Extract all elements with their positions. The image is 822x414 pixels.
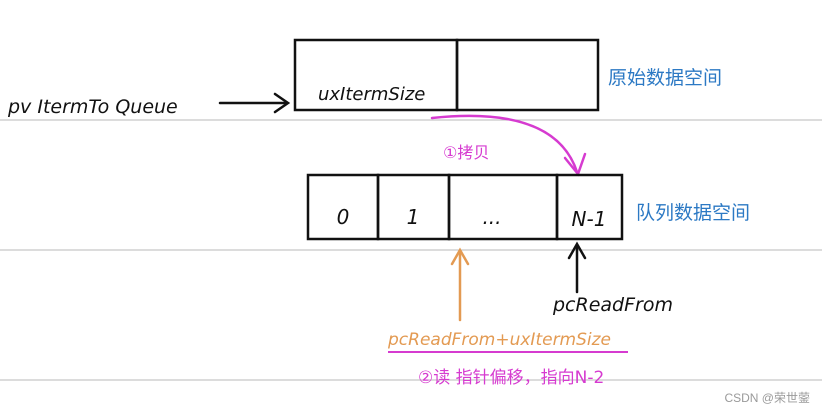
copy-step-label: ①拷贝 [443,143,489,162]
read-step-label: ②读 指针偏移，指向N-2 [418,368,604,388]
queue-buffer: 0 1 ... N-1 [306,173,624,241]
queue-buffer-cell-label: 0 [337,205,350,229]
queue-buffer-cell-label: 1 [407,205,420,229]
queue-buffer-cell-label: ... [482,205,501,229]
original-buffer-label: 原始数据空间 [608,67,722,89]
queue-buffer-cell-label: N-1 [572,207,607,231]
read-pointer-arrow [567,241,587,294]
queue-buffer-cell [555,173,624,241]
queue-buffer-label: 队列数据空间 [636,202,750,224]
ruled-lines [0,119,822,381]
watermark: CSDN @荣世蓥 [724,391,810,405]
original-buffer-cell [455,38,600,112]
offset-expression-label: pcReadFrom+uxItermSize [387,330,611,350]
read-pointer-label: pcReadFrom [552,294,673,316]
queue-buffer-cell [447,173,559,241]
original-buffer: uxItermSize [293,38,600,112]
offset-pointer-arrow [450,247,470,322]
source-pointer-label: pv ItermTo Queue [7,96,178,118]
original-buffer-cell-label: uxItermSize [318,84,425,105]
source-pointer-arrow [218,92,291,114]
